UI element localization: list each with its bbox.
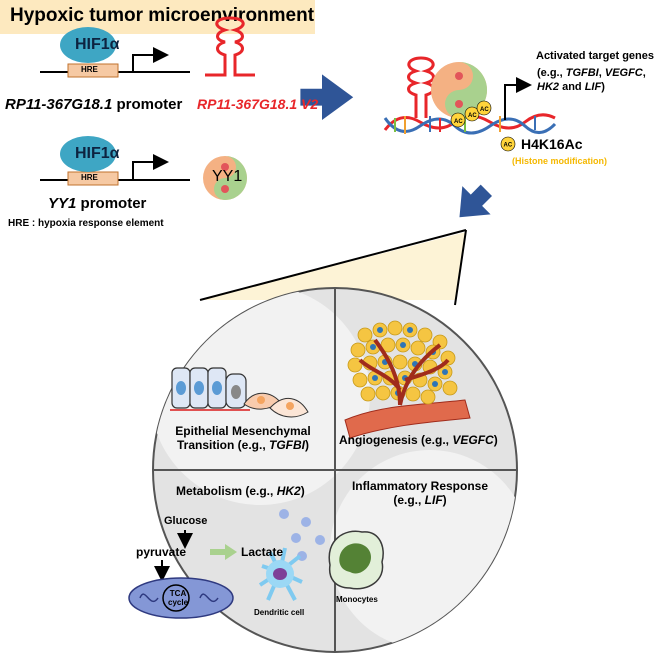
h4k16ac-label: H4K16Ac	[521, 136, 583, 152]
down-left-arrow-icon	[459, 184, 492, 218]
histone-modification-label: (Histone modification)	[512, 156, 607, 166]
mitochondrion-illustration	[128, 577, 234, 619]
yy1-protein-icon	[203, 156, 247, 200]
dendritic-cell-illustration	[258, 547, 303, 601]
page-title: Hypoxic tumor microenvironment	[10, 5, 315, 26]
dna-helix	[383, 56, 557, 135]
yy1-protein-label: YY1	[212, 168, 243, 185]
ac-mark-2: AC	[468, 113, 477, 119]
monocytes-label: Monocytes	[336, 595, 378, 604]
rp11-promoter-label: RP11-367G18.1 promoter	[5, 96, 183, 113]
angiogenesis-illustration	[344, 320, 471, 439]
lncrna-label: RP11-367G18.1 V2	[197, 96, 319, 112]
ac-legend-label: AC	[504, 143, 513, 149]
lncrna-hairpin	[205, 16, 255, 77]
lactate-label: Lactate	[241, 545, 284, 559]
hif-label-1: HIF1α	[75, 36, 120, 53]
hif-label-2: HIF1α	[75, 145, 120, 162]
activated-genes-list: (e.g., TGFBI, VEGFC, HK2 and LIF)	[537, 67, 646, 93]
metabolism-arrows	[154, 530, 237, 582]
hre-label-2: HRE	[81, 173, 98, 182]
yy1-promoter-label: YY1 promoter	[48, 195, 147, 212]
angiogenesis-label: Angiogenesis (e.g., VEGFC)	[339, 433, 498, 447]
metabolism-label: Metabolism (e.g., HK2)	[176, 484, 305, 498]
pyruvate-label: pyruvate	[136, 545, 187, 559]
yy1-promoter-diagram	[40, 136, 190, 186]
monocyte-illustration	[328, 530, 384, 590]
dendritic-cell-label: Dendritic cell	[254, 608, 305, 617]
ac-legend-icon	[500, 136, 516, 152]
hre-label-1: HRE	[81, 65, 98, 74]
inflammatory-label: Inflammatory Response(e.g., LIF)	[351, 479, 489, 507]
glucose-label: Glucose	[164, 515, 208, 527]
right-arrow-icon	[300, 74, 354, 121]
emt-cells-illustration	[170, 367, 309, 418]
rp11-promoter-diagram	[40, 27, 190, 78]
activated-genes-title: Activated target genes	[536, 50, 654, 62]
title-banner	[0, 0, 315, 34]
ac-mark-1: AC	[454, 119, 463, 125]
ac-mark-3: AC	[480, 107, 489, 113]
hre-note: HRE : hypoxia response element	[8, 218, 164, 229]
